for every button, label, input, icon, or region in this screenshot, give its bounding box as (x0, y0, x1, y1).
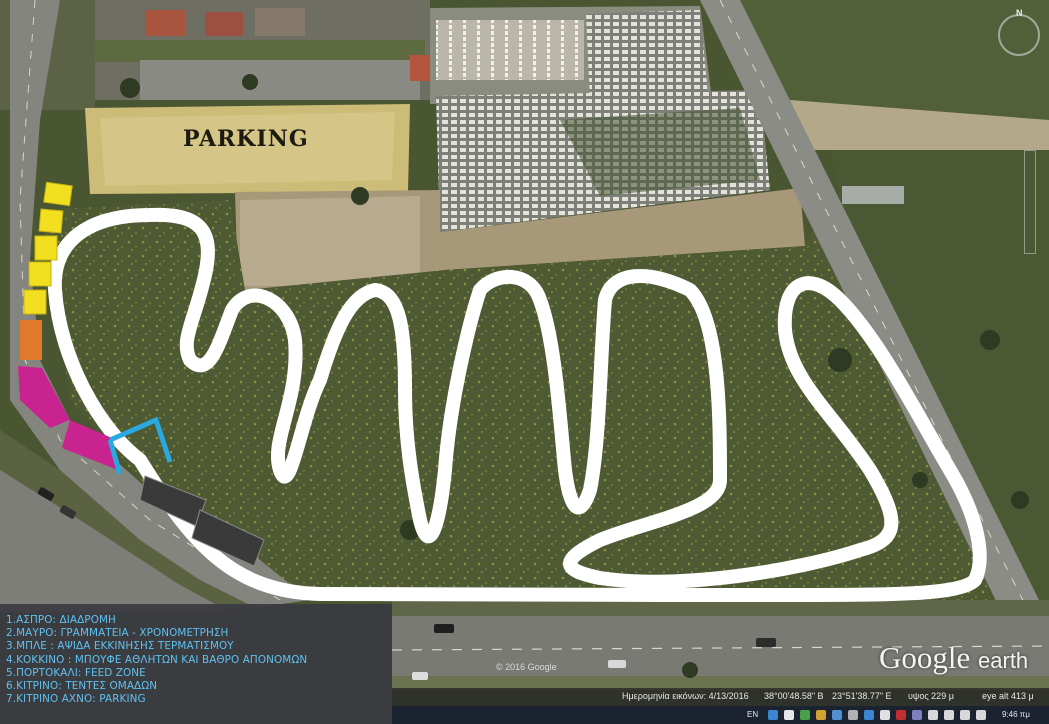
car (37, 487, 55, 501)
logo-main: Google (879, 640, 971, 675)
timing-tent (191, 509, 265, 567)
team-tents (23, 181, 73, 315)
road-lane-marking (391, 645, 1049, 651)
rooftop (255, 8, 305, 36)
building (842, 186, 904, 204)
rooftop (145, 10, 185, 36)
road-lane-marking (719, 0, 1049, 653)
app-icon[interactable] (912, 710, 922, 720)
construction-yard (240, 196, 420, 286)
app-icon[interactable] (864, 710, 874, 720)
battery-icon[interactable] (976, 710, 986, 720)
status-bar: Ημερομηνία εικόνων: 4/13/2016 38°00'48.5… (392, 688, 1049, 706)
longitude-readout: 23°51'38.77" E (832, 691, 892, 701)
clock[interactable]: 9:46 πμ (1002, 710, 1030, 719)
app-icon[interactable] (848, 710, 858, 720)
app-icon[interactable] (880, 710, 890, 720)
dirt-strip (790, 100, 1049, 150)
legend-item-buffet: 4.ΚΟΚΚΙΝΟ : ΜΠΟΥΦΕ ΑΘΛΗΤΩΝ ΚΑΙ ΒΑΘΡΟ ΑΠΟ… (6, 653, 308, 666)
rooftop (410, 55, 432, 81)
app-icon[interactable] (816, 710, 826, 720)
start-finish-arch (107, 416, 173, 475)
field (830, 150, 1049, 610)
legend-item-start-arch: 3.ΜΠΛΕ : ΑΨΙΔΑ ΕΚΚΙΝΗΣΗΣ ΤΕΡΜΑΤΙΣΜΟΥ (6, 640, 234, 653)
zoom-slider[interactable] (1024, 150, 1036, 254)
parking-lot-paved (140, 60, 420, 100)
tree-strip (95, 40, 425, 62)
network-icon[interactable] (928, 710, 938, 720)
road-left (10, 0, 310, 610)
parking-area-light (100, 112, 395, 186)
cemetery-rows (436, 20, 584, 80)
legend-item-feed-zone: 5.ΠΟΡΤΟΚΑΛΙ: FEED ZONE (6, 666, 146, 679)
awards-podium (62, 420, 118, 470)
latitude-readout: 38°00'48.58" B (764, 691, 824, 701)
legend-item-parking: 7.ΚΙΤΡΙΝΟ ΑΧΝΟ: PARKING (6, 693, 146, 706)
car (59, 505, 77, 519)
app-icon[interactable] (800, 710, 810, 720)
rooftop (205, 12, 243, 36)
cemetery-graves (586, 10, 708, 100)
car (412, 672, 428, 680)
cemetery-trees (560, 108, 760, 196)
roadside-green (392, 676, 1049, 690)
language-indicator[interactable]: EN (747, 710, 759, 719)
app-icon[interactable] (768, 710, 778, 720)
flag-icon[interactable] (960, 710, 970, 720)
google-earth-logo: Google earth (879, 640, 1028, 676)
feed-zone (20, 320, 42, 360)
map-copyright: © 2016 Google (496, 662, 557, 672)
legend-item-secretariat: 2.ΜΑΥΡΟ: ΓΡΑΜΜΑΤΕΙΑ - ΧΡΟΝΟΜΕΤΡΗΣΗ (6, 627, 229, 640)
race-track (47, 207, 987, 603)
legend-panel: 1.ΑΣΠΡΟ: ΔΙΑΔΡΟΜΗ 2.ΜΑΥΡΟ: ΓΡΑΜΜΑΤΕΙΑ - … (0, 604, 392, 724)
car (434, 624, 454, 633)
legend-item-team-tents: 6.ΚΙΤΡΙΝΟ: ΤΕΝΤΕΣ ΟΜΑΔΩΝ (6, 680, 158, 693)
parking-label: PARKING (183, 126, 309, 152)
road-bottom (392, 614, 1049, 688)
app-icon[interactable] (784, 710, 794, 720)
logo-small: earth (978, 648, 1029, 673)
app-icon[interactable] (896, 710, 906, 720)
eye-alt-readout: eye alt 413 μ (982, 691, 1034, 701)
athletes-buffet (18, 366, 70, 428)
car (756, 638, 776, 647)
compass-north-label: N (1016, 8, 1023, 18)
windows-taskbar: EN 9:46 πμ (392, 706, 1049, 724)
app-icon[interactable] (832, 710, 842, 720)
volume-icon[interactable] (944, 710, 954, 720)
legend-item-track: 1.ΑΣΠΡΟ: ΔΙΑΔΡΟΜΗ (6, 614, 116, 626)
roadside-green (392, 600, 1049, 616)
compass-icon[interactable] (998, 14, 1040, 56)
road-lower-left (0, 470, 230, 612)
car (608, 660, 626, 668)
elevation-readout: υψος 229 μ (908, 691, 954, 701)
imagery-date: Ημερομηνία εικόνων: 4/13/2016 (622, 691, 749, 701)
